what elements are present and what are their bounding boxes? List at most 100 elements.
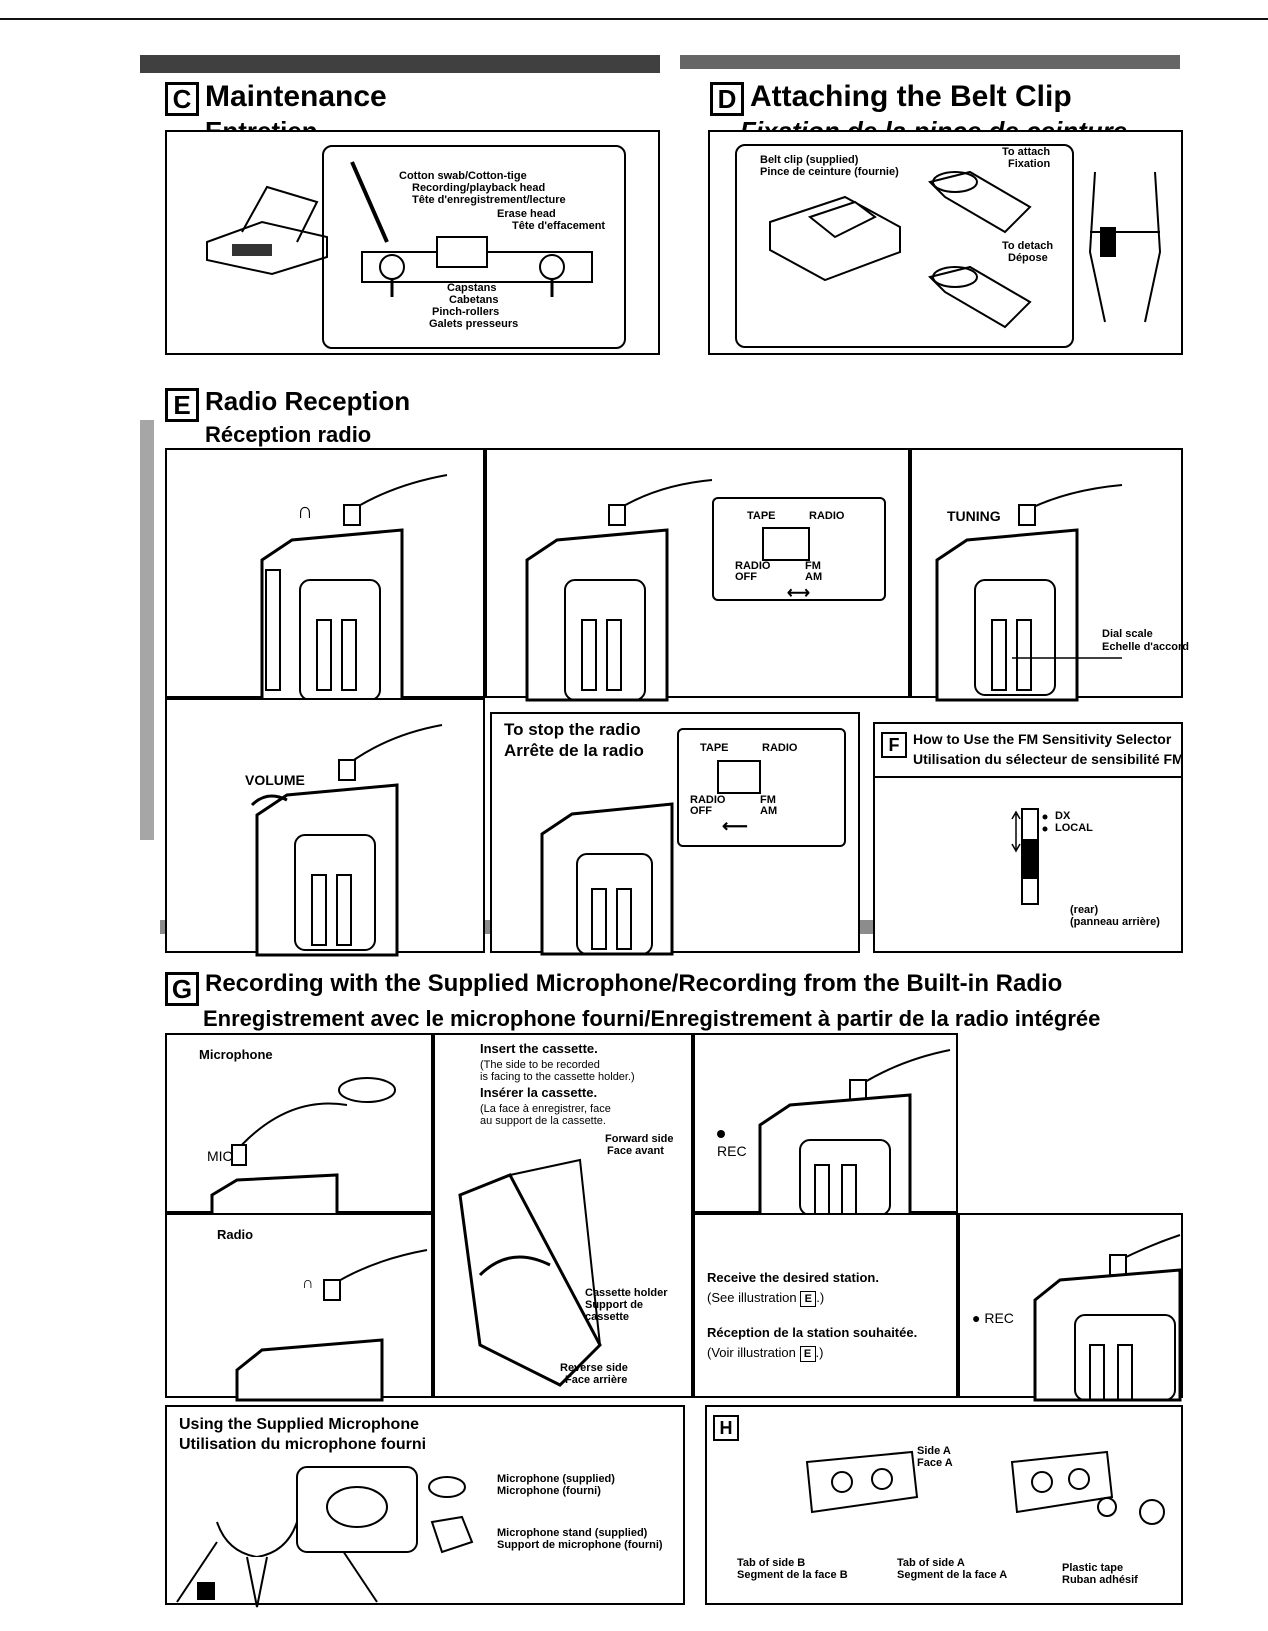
section-letter: C [165,82,199,116]
label-insert-note-fr-2: au support de la cassette. [480,1115,606,1127]
section-title-en: Attaching the Belt Clip [750,80,1072,113]
mic-and-stand-illustration [422,1472,482,1562]
player-with-mic-illustration [207,1065,427,1215]
record-radio-panel: Radio ∩ [165,1213,433,1398]
top-rule [0,18,1268,20]
section-title-fr: Utilisation du sélecteur de sensibilité … [913,751,1184,767]
rec-radio-panel: ● REC [958,1213,1183,1398]
label-tape-en: Plastic tape [1062,1562,1124,1574]
clip-detach-illustration [910,257,1040,332]
record-dot-icon [717,1130,725,1138]
section-title-en: Radio Reception [205,386,411,416]
label-radio: Radio [217,1227,254,1242]
radio-step-headphone: ∩ [165,448,485,698]
label-side-a-fr: Face A [917,1457,953,1469]
insert-cassette-panel: Insert the cassette. (The side to be rec… [433,1033,693,1398]
label-forward-fr: Face avant [607,1145,664,1157]
section-title-fr: Enregistrement avec le microphone fourni… [203,1006,1101,1031]
label-side-a-en: Side A [917,1445,951,1457]
section-letter: H [713,1415,739,1441]
dx-local-switch [1010,809,1048,909]
headphone-icon: ∩ [302,1275,314,1292]
label-tab-a-en: Tab of side A [897,1557,965,1569]
section-f-heading: F [881,732,913,758]
receive-station-panel: Receive the desired station. (See illust… [693,1213,958,1398]
fm-sensitivity-panel: F How to Use the FM Sensitivity Selector… [873,722,1184,953]
cassette-deck-illustration [202,182,332,277]
label-detach-en: To detach [1002,240,1054,252]
cassette-side-a-illustration [802,1447,922,1522]
power-switch [762,527,810,561]
label-detach-fr: Dépose [1008,252,1048,264]
label-rec-head-fr: Tête d'enregistrement/lecture [412,194,566,206]
label-erase-en: Erase head [497,208,556,220]
player-illustration [532,774,712,954]
label-am: AM [805,571,823,583]
section-title-en: How to Use the FM Sensitivity Selector [913,731,1172,747]
label-rec: ● REC [972,1310,1014,1326]
ref-box: E [799,1346,816,1362]
label-pinch-en: Pinch-rollers [432,306,500,318]
rec-button-panel: REC [693,1033,958,1213]
player-illustration [517,470,717,700]
label-radio-off-1: RADIO [735,560,771,572]
label-reverse-fr: Face arrière [565,1374,628,1386]
label-attach-en: To attach [1002,146,1051,158]
label-fm: FM [760,794,776,806]
person-with-mic-illustration [177,1462,427,1607]
label-insert-note-fr-1: (La face à enregistrer, face [480,1103,611,1115]
record-mic-panel: Microphone MIC [165,1033,433,1213]
label-attach-fr: Fixation [1008,158,1051,170]
label-tab-b-fr: Segment de la face B [737,1569,848,1581]
label-fm: FM [805,560,821,572]
radio-step-tuning: TUNING Dial scale Echelle d'accord [910,448,1189,698]
scan-noise [140,420,154,840]
label-tape-fr: Ruban adhésif [1062,1574,1138,1586]
label-rear-en: (rear) [1070,904,1099,916]
label-insert-note-en-2: is facing to the cassette holder.) [480,1071,635,1083]
detail-callout [735,144,1074,348]
headphone-icon: ∩ [297,498,313,523]
label-volume: VOLUME [245,772,305,788]
label-radio-off-1: RADIO [690,794,726,806]
using-mic-title-en: Using the Supplied Microphone [179,1416,419,1433]
power-switch [717,760,761,794]
label-stand-fr: Support de microphone (fourni) [497,1539,663,1551]
using-mic-panel: Using the Supplied Microphone Utilisatio… [165,1405,685,1605]
label-holder-en: Cassette holder [585,1287,668,1299]
label-local: LOCAL [1055,822,1093,834]
label-mic: MIC [207,1148,233,1164]
player-illustration [232,1245,432,1400]
label-insert-en: Insert the cassette. [480,1041,598,1056]
clip-attach-illustration [910,162,1040,237]
see-illustration-en: (See illustration E.) [707,1290,825,1307]
label-tuning: TUNING [947,508,1001,524]
player-illustration [252,470,452,700]
label-stop-en: To stop the radio [504,720,641,739]
label-rear-fr: (panneau arrière) [1070,916,1160,928]
label-clip-fr: Pince de ceinture (fournie) [760,166,899,178]
see-illustration-fr: (Voir illustration E.) [707,1345,824,1362]
belt-wearing-illustration [1075,172,1175,322]
double-arrow-icon: ⟷ [787,585,810,602]
player-illustration [247,720,447,955]
panel-header [875,724,1181,778]
label-rec-head-en: Recording/playback head [412,182,546,194]
label-capstans-fr: Cabetans [449,294,499,306]
label-holder-fr-1: Support de [585,1299,644,1311]
label-stand-en: Microphone stand (supplied) [497,1527,648,1539]
switch-callout [677,728,846,847]
section-title-fr: Réception radio [205,422,372,447]
belt-clip-panel: Belt clip (supplied) Pince de ceinture (… [708,130,1183,355]
label-receive-fr: Réception de la station souhaitée. [707,1325,918,1340]
label-dial-en: Dial scale [1102,628,1153,640]
label-stop-fr: Arrête de la radio [504,741,644,760]
detail-callout [322,145,626,349]
label-tab-a-fr: Segment de la face A [897,1569,1008,1581]
label-tape: TAPE [747,510,776,522]
ref-box: E [800,1291,817,1307]
label-radio: RADIO [762,742,798,754]
radio-step-switch: TAPE RADIO RADIO OFF FM AM ⟷ [485,448,910,698]
